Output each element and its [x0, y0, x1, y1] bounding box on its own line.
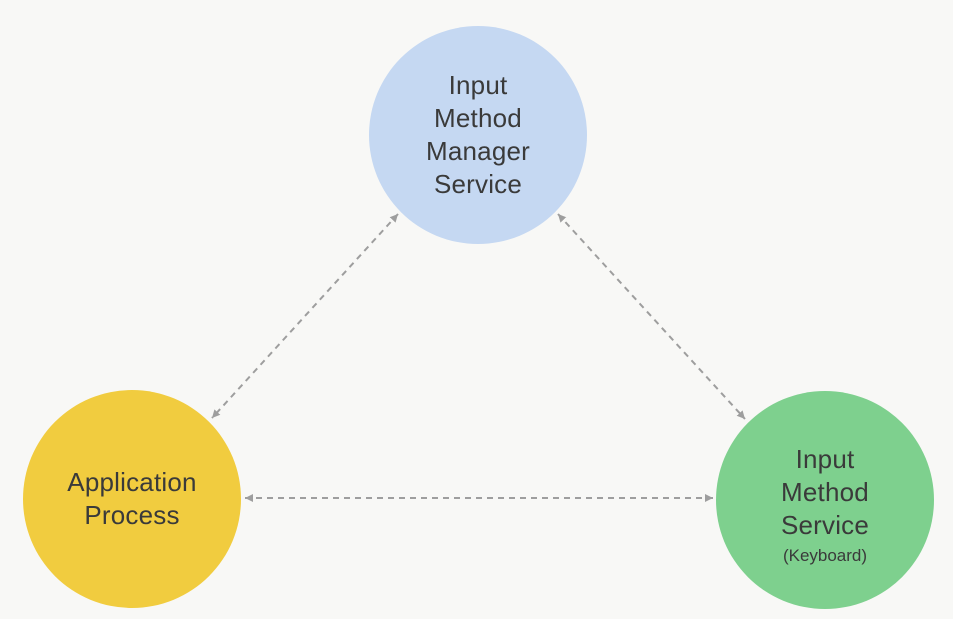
label-line: Manager	[425, 136, 531, 166]
label-line: Method	[781, 476, 869, 507]
connector-imms-app	[211, 213, 399, 419]
label-line: Service	[433, 169, 523, 199]
label-line: Method	[434, 103, 522, 133]
node-label: Application Process	[67, 466, 196, 532]
node-sublabel: (Keyboard)	[782, 545, 868, 565]
label-line: Process	[84, 500, 180, 530]
node-label: Input Method Service	[781, 443, 869, 542]
label-line: Application	[67, 467, 197, 497]
application-process-node: Application Process	[23, 390, 241, 608]
label-line: Input	[795, 443, 855, 474]
node-label: Input Method Manager Service	[426, 69, 530, 201]
label-line: Service	[780, 509, 870, 540]
label-line: Input	[448, 70, 508, 100]
connector-imms-ims	[557, 213, 746, 420]
input-method-service-node: Input Method Service (Keyboard)	[716, 391, 934, 609]
input-method-manager-service-node: Input Method Manager Service	[369, 26, 587, 244]
